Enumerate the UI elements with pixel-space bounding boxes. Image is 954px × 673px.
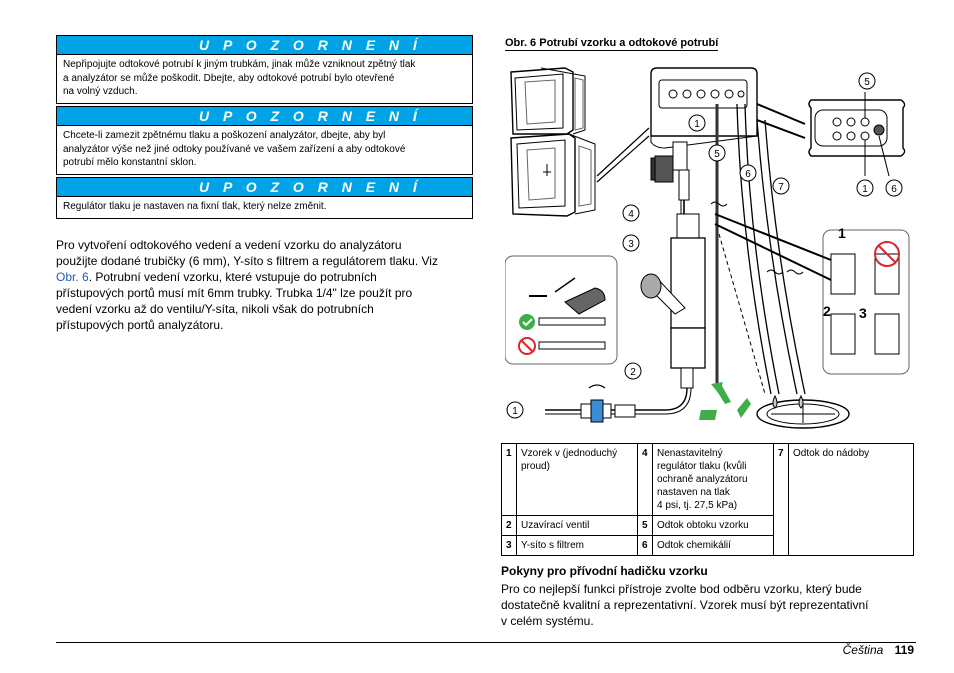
caution-text: Nepřipojujte odtokové potrubí k jiným tr…	[57, 55, 472, 103]
callout-6-detail: 6	[891, 184, 897, 195]
caution-line: a analyzátor se může poškodit. Dbejte, a…	[63, 72, 395, 84]
recycle-icon	[699, 382, 751, 420]
body-paragraph: Pro vytvoření odtokového vedení a vedení…	[56, 237, 476, 333]
figure-legend-table: 1 Vzorek v (jednoduchý proud) 4 Nenastav…	[501, 443, 914, 556]
body-line: přístupových portů musí mít 6mm trubky. …	[56, 286, 413, 300]
legend-number: 6	[637, 535, 653, 556]
caution-box-2: U P O Z O R N E N Í Chcete-li zamezit zp…	[56, 106, 473, 175]
legend-text: Nenastavitelný regulátor tlaku (kvůli oc…	[652, 443, 774, 516]
footer-rule	[56, 642, 916, 643]
caution-text: Chcete-li zamezit zpětnému tlaku a poško…	[57, 126, 472, 174]
caution-title: U P O Z O R N E N Í	[57, 36, 472, 55]
body-line: Pro vytvoření odtokového vedení a vedení…	[56, 238, 402, 252]
caution-line: Regulátor tlaku je nastaven na fixní tla…	[63, 201, 327, 212]
step-3-label: 3	[859, 305, 867, 321]
figure-link[interactable]: Obr. 6	[56, 270, 89, 284]
caution-text: Regulátor tlaku je nastaven na fixní tla…	[57, 197, 472, 218]
legend-number: 5	[637, 515, 653, 536]
callout-1-inlet: 1	[512, 406, 518, 417]
legend-number: 1	[501, 443, 517, 516]
legend-text: Vzorek v (jednoduchý proud)	[516, 443, 638, 516]
caution-line: analyzátor výše než jiné odtoky používan…	[63, 143, 406, 155]
shutoff-valve-illustration	[580, 384, 636, 423]
caution-box-3: U P O Z O R N E N Í Regulátor tlaku je n…	[56, 177, 473, 219]
floor-drain-illustration	[756, 394, 850, 429]
section-heading: Pokyny pro přívodní hadičku vzorku	[501, 564, 708, 578]
callout-3: 3	[628, 239, 634, 250]
callout-4: 4	[628, 209, 634, 220]
footer-language: Čeština	[842, 643, 884, 657]
legend-number: 3	[501, 535, 517, 556]
callout-5-detail: 5	[864, 77, 870, 88]
step-2-label: 2	[823, 303, 831, 319]
legend-text: Odtok chemikálií	[652, 535, 774, 556]
pressure-regulator-illustration	[650, 141, 690, 364]
drain-tubes-illustration	[715, 103, 806, 395]
caution-title: U P O Z O R N E N Í	[57, 178, 472, 197]
body-line: použijte dodané trubičky (6 mm), Y-síto …	[56, 254, 438, 268]
legend-line: Vzorek v (jednoduchý	[521, 448, 618, 459]
caution-line: Nepřipojujte odtokové potrubí k jiným tr…	[63, 59, 416, 70]
tube-cutting-inset	[505, 255, 618, 365]
body-line: vedení vzorku až do ventilu/Y-síta, niko…	[56, 302, 374, 316]
caution-line: Chcete-li zamezit zpětnému tlaku a poško…	[63, 130, 386, 141]
legend-row: 2 Uzavírací ventil 5 Odtok obtoku vzorku	[501, 515, 914, 536]
section-paragraph: Pro co nejlepší funkci přístroje zvolte …	[501, 581, 911, 629]
callout-2: 2	[630, 367, 636, 378]
legend-text: Y-síto s filtrem	[516, 535, 638, 556]
callout-6: 6	[745, 169, 751, 180]
callout-5: 5	[714, 149, 720, 160]
caution-title: U P O Z O R N E N Í	[57, 107, 472, 126]
legend-number: 7	[773, 443, 789, 556]
legend-text: Uzavírací ventil	[516, 515, 638, 536]
legend-line: regulátor tlaku (kvůli	[657, 461, 747, 472]
caution-box-1: U P O Z O R N E N Í Nepřipojujte odtokov…	[56, 35, 473, 104]
legend-line: proud)	[521, 461, 550, 472]
figure-caption: Obr. 6 Potrubí vzorku a odtokové potrubí	[505, 37, 719, 51]
filter-steps-inset	[714, 213, 910, 375]
callout-1: 1	[694, 119, 700, 130]
figure-callouts: 1 4 3 5 6 7 2 1 5 1 6 1 2 3	[506, 72, 903, 419]
page-footer: Čeština 119	[843, 643, 914, 657]
callout-1-detail: 1	[862, 184, 868, 195]
callout-7: 7	[778, 182, 784, 193]
analyzer-port-plate	[650, 67, 758, 149]
body-line: Obr. 6. Potrubní vedení vzorku, které vs…	[56, 269, 476, 285]
port-detail-illustration	[808, 92, 906, 177]
legend-line: Odtok do nádoby	[793, 448, 870, 459]
legend-line: Nenastavitelný	[657, 448, 723, 459]
legend-row: 1 Vzorek v (jednoduchý proud) 4 Nenastav…	[501, 443, 914, 556]
body-text: . Potrubní vedení vzorku, které vstupuje…	[88, 270, 377, 284]
section-line: Pro co nejlepší funkci přístroje zvolte …	[501, 582, 862, 596]
legend-text: Odtok obtoku vzorku	[652, 515, 774, 536]
legend-number: 4	[637, 443, 653, 516]
legend-text: Odtok do nádoby	[788, 443, 914, 556]
y-strainer-illustration	[545, 213, 706, 415]
legend-line: nastaven na tlak	[657, 487, 730, 498]
section-line: dostatečně kvalitní a reprezentativní. V…	[501, 598, 869, 612]
body-line: přístupových portů analyzátoru.	[56, 318, 224, 332]
step-1-label: 1	[838, 225, 846, 241]
page-number: 119	[894, 643, 914, 657]
legend-line: ochraně analyzátoru	[657, 474, 748, 485]
section-line: v celém systému.	[501, 614, 594, 628]
plumbing-figure: 1 4 3 5 6 7 2 1 5 1 6 1 2 3	[505, 67, 910, 429]
legend-number: 2	[501, 515, 517, 536]
caution-line: na volný vzduch.	[63, 86, 138, 97]
legend-line: 4 psi, tj. 27,5 kPa)	[657, 500, 738, 511]
analyzer-enclosure-illustration	[510, 67, 596, 217]
legend-row: 3 Y-síto s filtrem 6 Odtok chemikálií	[501, 535, 914, 556]
caution-line: potrubí mělo konstantní sklon.	[63, 157, 197, 168]
